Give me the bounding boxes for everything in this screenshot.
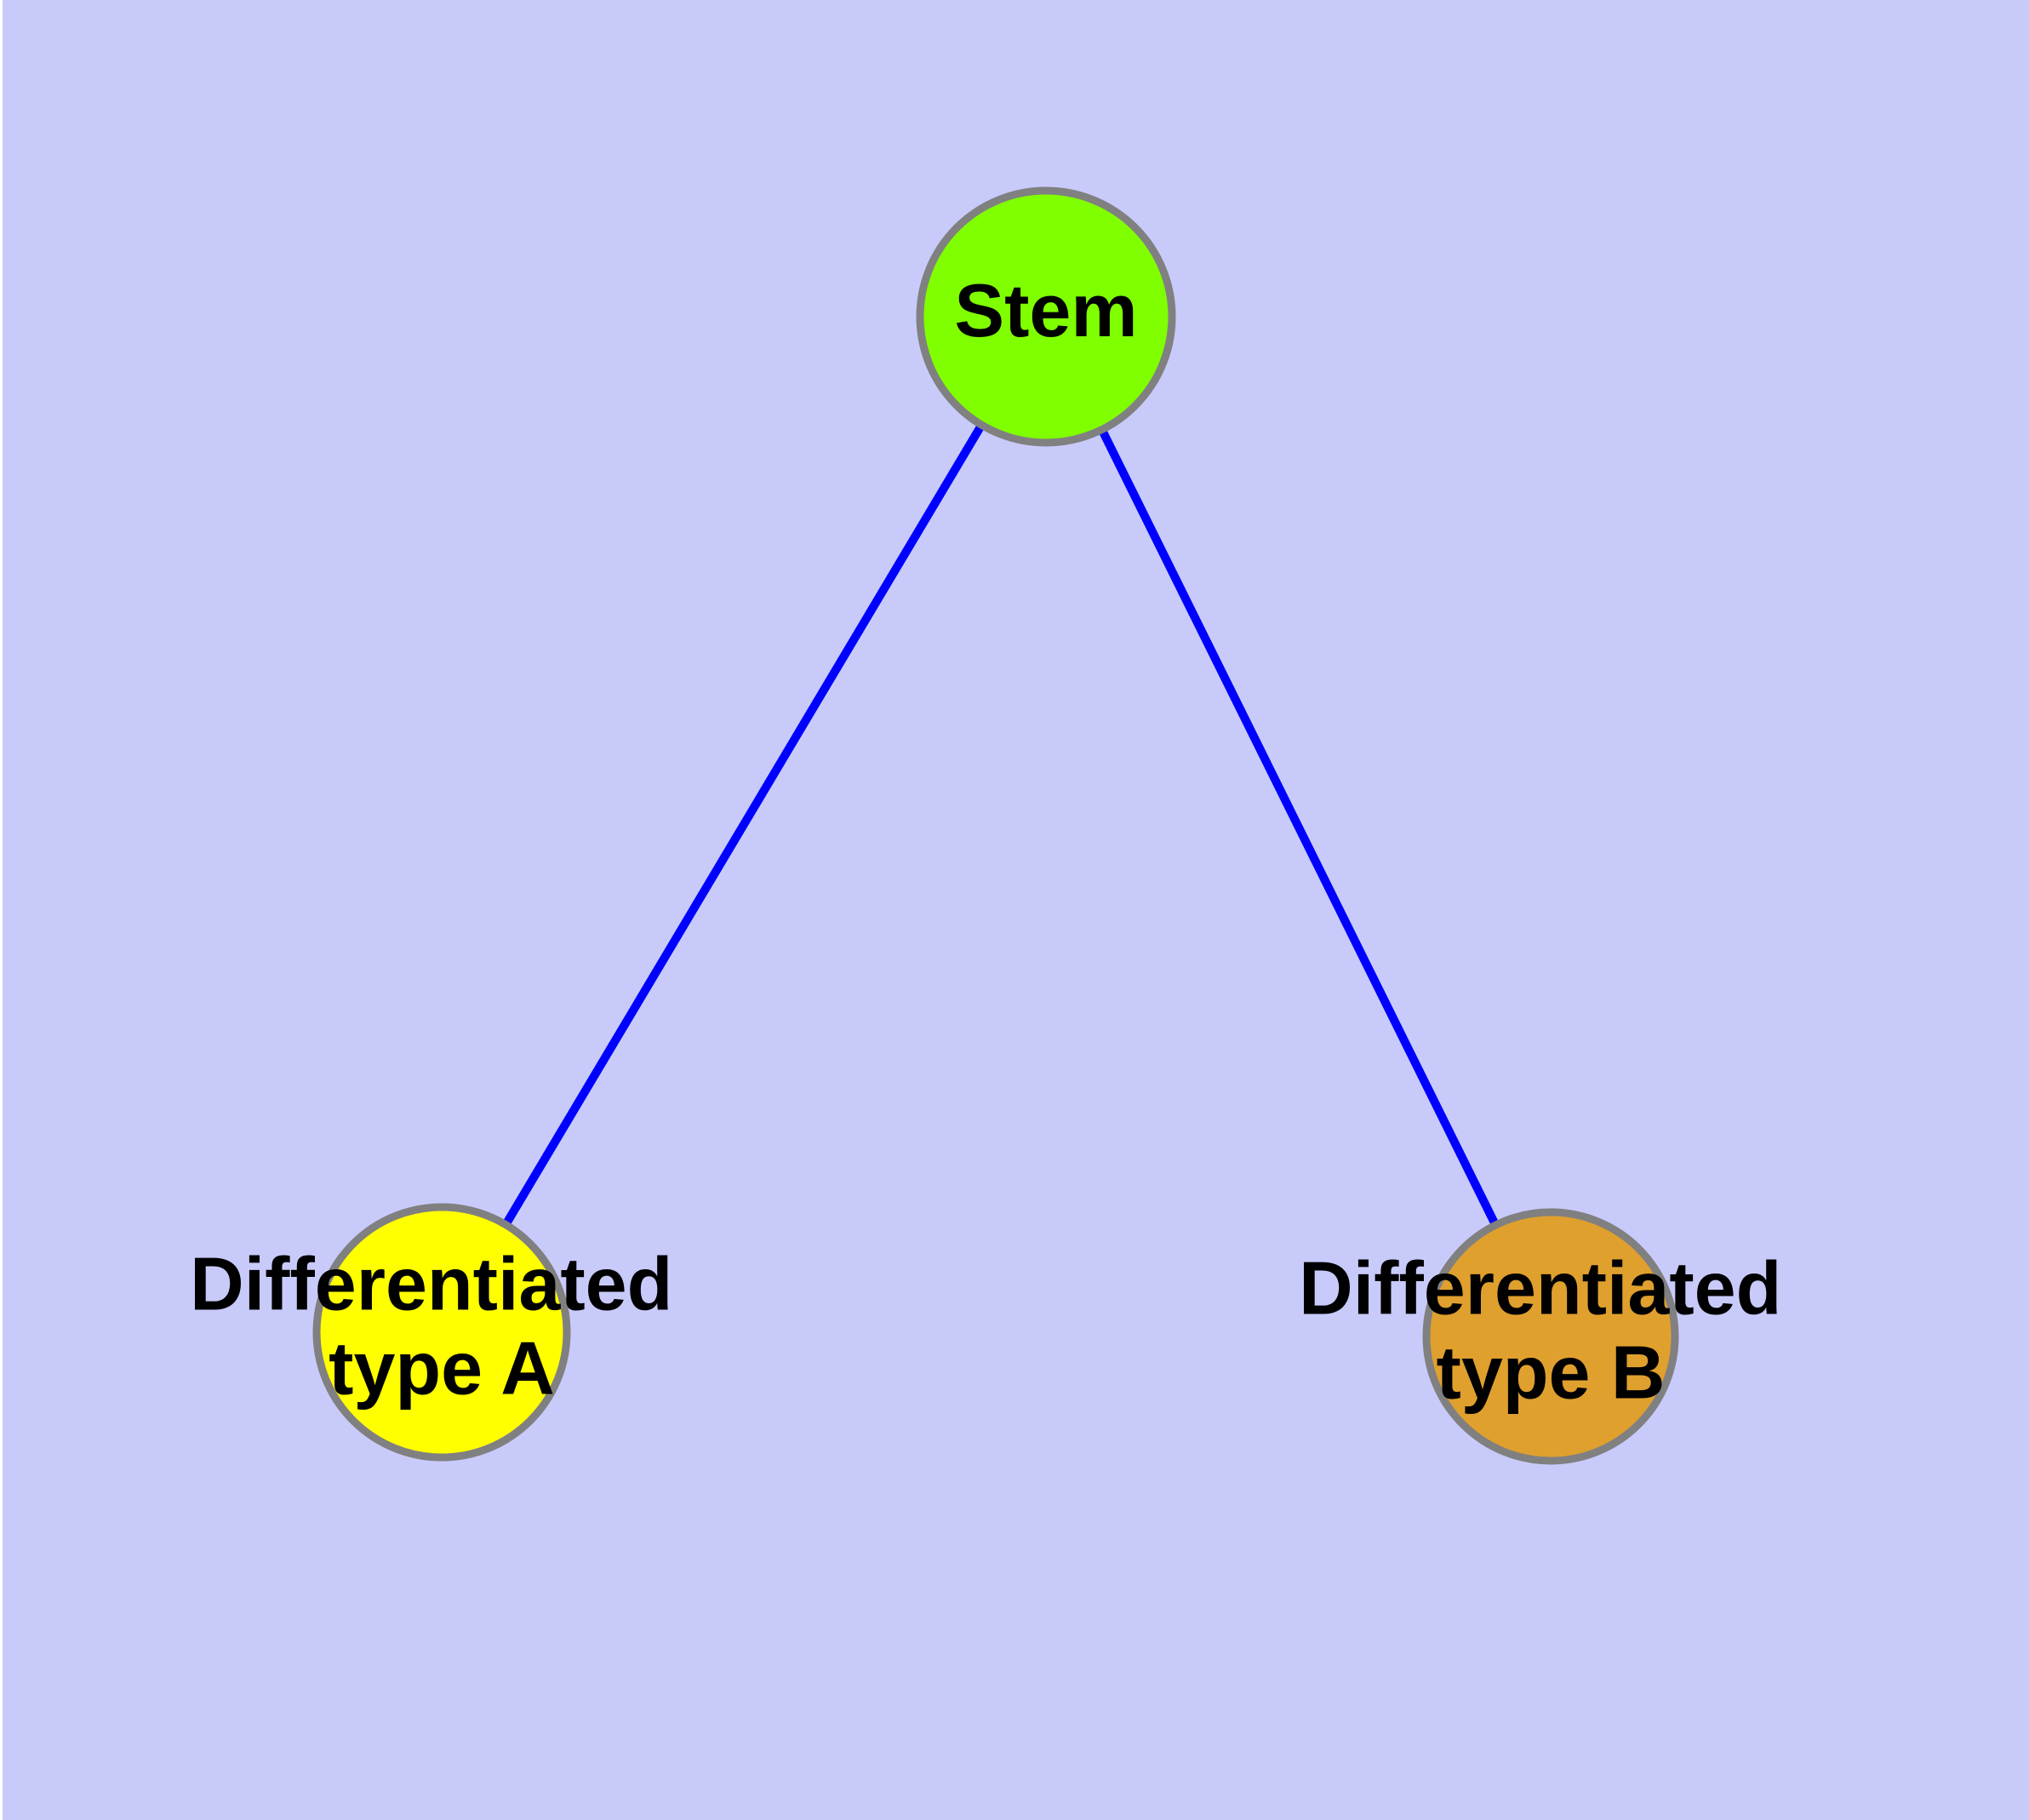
node-diff-a-circle[interactable]	[312, 1203, 571, 1462]
node-stem-circle[interactable]	[916, 186, 1176, 447]
node-stem-label: Stem	[954, 268, 1137, 352]
node-diff-b-label: Differentiated type B	[1299, 1246, 1803, 1415]
edge-stem-to-diff-a[interactable]	[437, 314, 1050, 1335]
nodes-layer: Stem Differentiated type A Differentiate…	[190, 186, 1803, 1465]
node-diff-b[interactable]: Differentiated type B	[1299, 1208, 1803, 1465]
node-diff-a[interactable]: Differentiated type A	[190, 1203, 694, 1462]
node-diff-b-circle[interactable]	[1422, 1208, 1679, 1465]
edge-stem-to-diff-b[interactable]	[1042, 314, 1555, 1339]
node-stem[interactable]: Stem	[916, 186, 1176, 447]
edges-layer	[437, 314, 1555, 1339]
node-diff-a-label: Differentiated type A	[190, 1242, 694, 1411]
